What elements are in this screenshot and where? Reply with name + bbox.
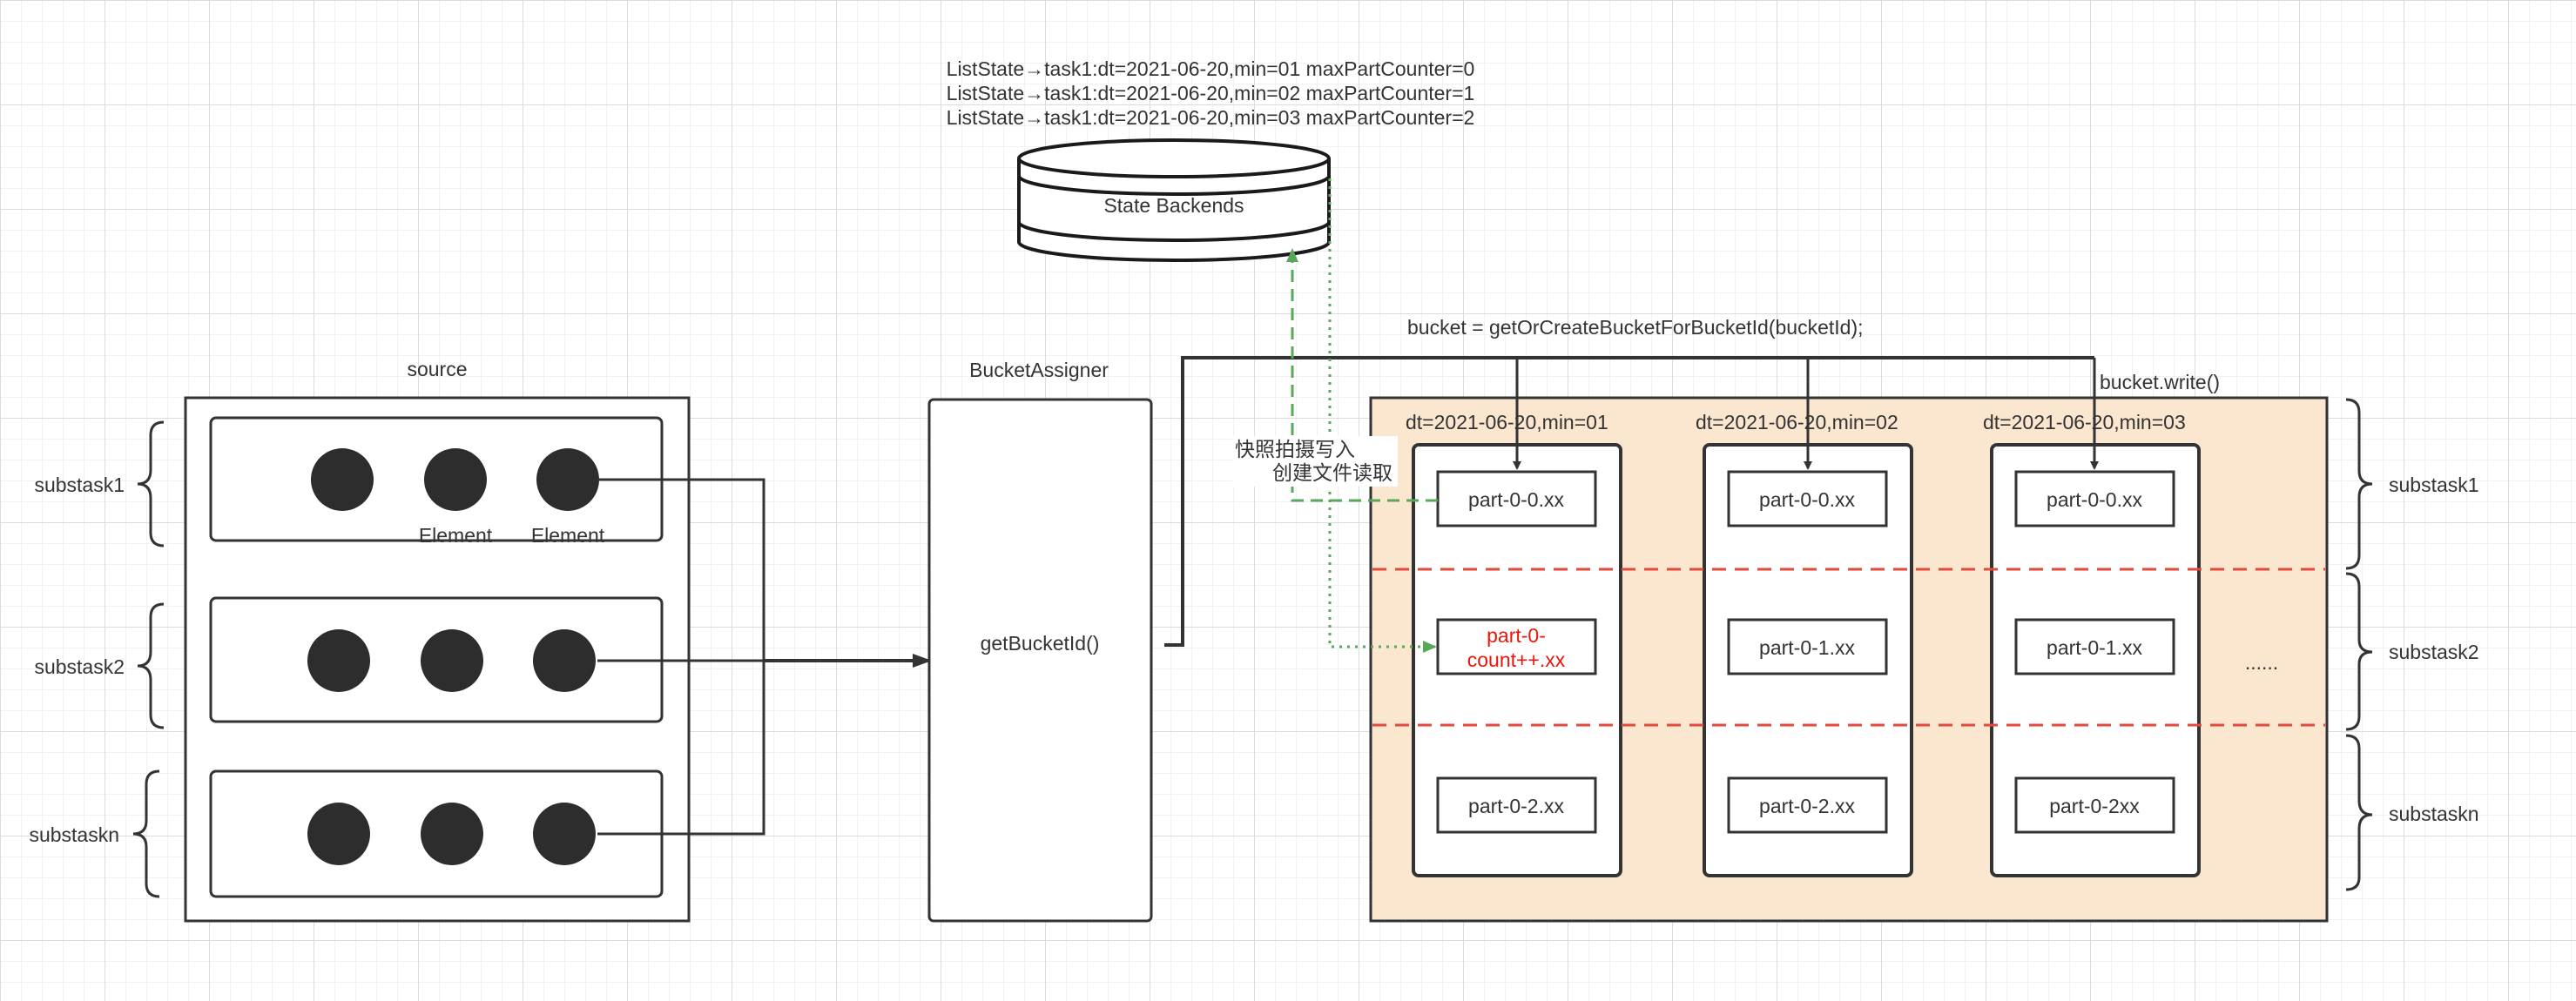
file-label: part-0-2.xx [1468, 795, 1564, 817]
element-node [421, 629, 483, 692]
file-box [2014, 618, 2175, 675]
brace [132, 769, 160, 898]
element-node [533, 803, 596, 865]
state-backends-disk: State Backends [1017, 138, 1331, 262]
state-backends-label: State Backends [1103, 194, 1244, 217]
file-box [1727, 776, 1888, 834]
left-substask-3: substaskn [29, 823, 119, 846]
file-box [1727, 470, 1888, 527]
right-substask-1: substask1 [2389, 474, 2479, 496]
brace [2345, 734, 2373, 891]
snapshot-paths [1286, 178, 1438, 653]
source-connectors [597, 478, 932, 836]
bucket-write-label: bucket.write() [2100, 371, 2220, 393]
file-label: part-0-0.xx [1468, 488, 1564, 511]
right-substask-2: substask2 [2389, 641, 2479, 663]
assigner-title: BucketAssigner [969, 359, 1109, 381]
right-braces [2345, 398, 2373, 891]
brace [2345, 398, 2373, 570]
substask-separators [1372, 568, 2325, 727]
file-box [2014, 776, 2175, 834]
file-box [1436, 470, 1597, 527]
right-substask-3: substaskn [2389, 803, 2479, 825]
bucket-header-2: dt=2021-06-20,min=02 [1696, 411, 1898, 433]
element-node [536, 448, 599, 511]
element-label-1: Element [419, 524, 493, 547]
file-box-highlight [1436, 618, 1597, 675]
source-title: source [407, 358, 467, 380]
snapshot-write-label: 快照拍摄写入 [1235, 438, 1355, 460]
file-label: part-0-0.xx [2047, 488, 2142, 511]
ellipsis: ...... [2245, 651, 2278, 674]
bucket-assigner-box [927, 398, 1153, 923]
element-node [307, 629, 370, 692]
element-node [311, 448, 374, 511]
file-label: part-0-2xx [2049, 795, 2140, 817]
element-label-2: Element [531, 524, 605, 547]
state-line-1: ListState→task1:dt=2021-06-20,min=01 max… [947, 57, 1475, 80]
file-box [2014, 470, 2175, 527]
highlight-file-line-2: count++.xx [1467, 648, 1566, 671]
state-line-3: ListState→task1:dt=2021-06-20,min=03 max… [947, 106, 1475, 129]
element-node [533, 629, 596, 692]
file-label: part-0-1.xx [2047, 636, 2142, 659]
bucket-header-1: dt=2021-06-20,min=01 [1406, 411, 1608, 433]
bucket-header-3: dt=2021-06-20,min=03 [1983, 411, 2186, 433]
file-label: part-0-0.xx [1759, 488, 1855, 511]
brace [137, 420, 165, 548]
create-read-label: 创建文件读取 [1272, 461, 1393, 484]
left-braces [132, 420, 165, 898]
element-node [307, 803, 370, 865]
element-node [424, 448, 487, 511]
file-box [1727, 618, 1888, 675]
snapshot-write-arrow [1286, 248, 1438, 502]
left-substask-1: substask1 [34, 474, 125, 496]
bucket-route-lines [1164, 356, 2099, 647]
snapshot-label-bg [1232, 436, 1398, 487]
brace [137, 602, 165, 729]
state-line-2: ListState→task1:dt=2021-06-20,min=02 max… [947, 82, 1475, 104]
element-nodes [307, 448, 599, 865]
assigner-method: getBucketId() [981, 632, 1100, 655]
file-label: part-0-2.xx [1759, 795, 1855, 817]
file-box [1436, 776, 1597, 834]
left-substask-2: substask2 [34, 655, 125, 678]
highlight-file-line-1: part-0- [1487, 624, 1546, 647]
element-node [421, 803, 483, 865]
bucket-call-label: bucket = getOrCreateBucketForBucketId(bu… [1407, 316, 1864, 339]
brace [2345, 572, 2373, 731]
file-label: part-0-1.xx [1759, 636, 1855, 659]
